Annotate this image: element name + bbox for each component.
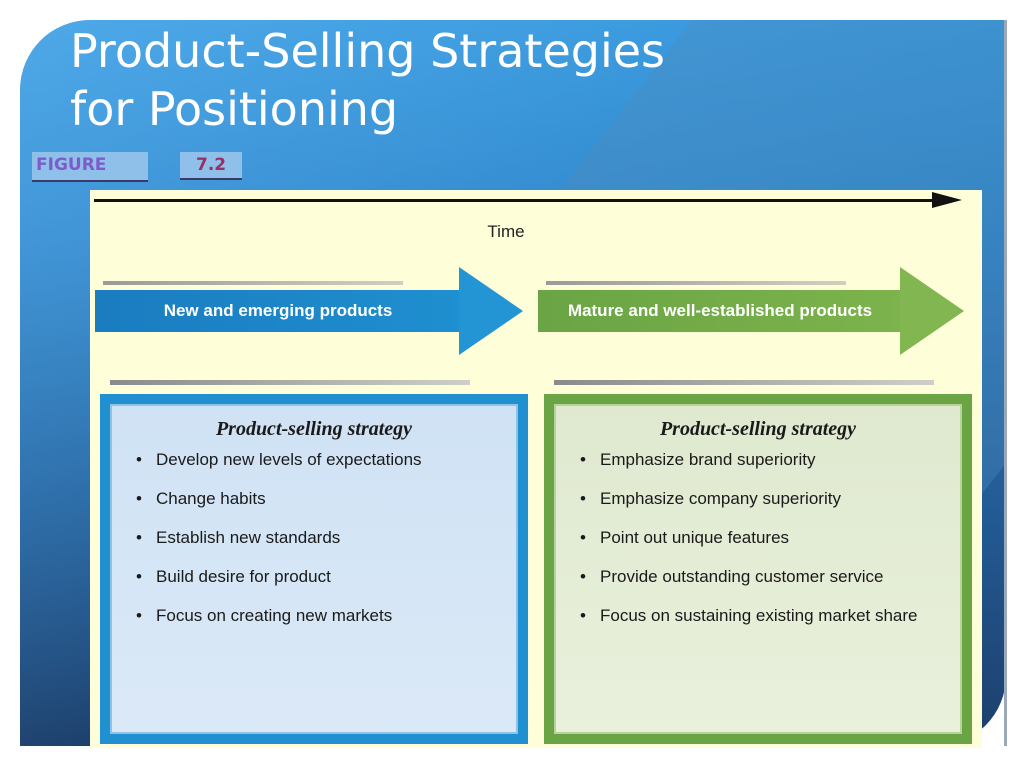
arrow-new-label: New and emerging products	[95, 290, 461, 332]
figure-panel: Time New and emerging products Mature an…	[90, 190, 982, 748]
time-label: Time	[487, 222, 525, 241]
arrow-mature-products: Mature and well-established products	[538, 264, 964, 355]
list-item: • Focus on sustaining existing market sha…	[580, 603, 962, 642]
bullet-icon: •	[580, 489, 586, 508]
list-item: • Build desire for product	[136, 564, 518, 603]
figure-word: FIGURE	[32, 152, 148, 182]
list-item: • Provide outstanding customer service	[580, 564, 962, 603]
time-axis-arrowhead	[932, 192, 962, 208]
list-item-text: Focus on sustaining existing market shar…	[600, 606, 918, 625]
arrow-shadow-line	[103, 281, 403, 285]
bullet-icon: •	[580, 450, 586, 469]
list-item: • Establish new standards	[136, 525, 518, 564]
list-item-text: Point out unique features	[600, 528, 790, 547]
list-item: • Change habits	[136, 486, 518, 525]
list-item: • Focus on creating new markets	[136, 603, 518, 642]
bullet-icon: •	[136, 450, 142, 469]
strategy-list-new: • Develop new levels of expectations • Cha…	[110, 447, 518, 642]
list-item-text: Build desire for product	[156, 567, 331, 586]
title-line-1: Product-Selling Strategies	[70, 24, 665, 78]
box-left-shadow-line	[110, 380, 470, 385]
slide-edge-strip	[1004, 20, 1007, 746]
list-item-text: Change habits	[156, 489, 266, 508]
bullet-icon: •	[136, 489, 142, 508]
list-item-text: Emphasize company superiority	[600, 489, 841, 508]
time-axis-line	[94, 199, 940, 202]
strategy-list-mature: • Emphasize brand superiority • Emphasize …	[554, 447, 962, 642]
list-item-text: Establish new standards	[156, 528, 341, 547]
arrow-shadow-line	[546, 281, 846, 285]
slide-title: Product-Selling Strategies for Positioni…	[70, 22, 665, 138]
list-item: • Emphasize brand superiority	[580, 447, 962, 486]
list-item: • Develop new levels of expectations	[136, 447, 518, 486]
arrow-mature-label: Mature and well-established products	[538, 290, 902, 332]
bullet-icon: •	[580, 528, 586, 547]
bullet-icon: •	[136, 606, 142, 625]
arrow-new-head	[459, 267, 523, 355]
strategy-box-mature: Product-selling strategy • Emphasize bran…	[544, 394, 972, 744]
arrow-mature-head	[900, 267, 964, 355]
list-item: • Point out unique features	[580, 525, 962, 564]
list-item-text: Provide outstanding customer service	[600, 567, 884, 586]
title-line-2: for Positioning	[70, 82, 399, 136]
list-item: • Emphasize company superiority	[580, 486, 962, 525]
list-item-text: Focus on creating new markets	[156, 606, 393, 625]
strategy-heading-new: Product-selling strategy	[215, 418, 413, 440]
bullet-icon: •	[580, 606, 586, 625]
list-item-text: Develop new levels of expectations	[156, 450, 422, 469]
list-item-text: Emphasize brand superiority	[600, 450, 816, 469]
strategy-box-new: Product-selling strategy • Develop new le…	[100, 394, 528, 744]
strategy-heading-mature: Product-selling strategy	[659, 418, 857, 440]
bullet-icon: •	[136, 528, 142, 547]
box-right-shadow-line	[554, 380, 934, 385]
figure-number: 7.2	[180, 152, 242, 180]
bullet-icon: •	[136, 567, 142, 586]
bullet-icon: •	[580, 567, 586, 586]
arrow-new-products: New and emerging products	[95, 264, 523, 355]
